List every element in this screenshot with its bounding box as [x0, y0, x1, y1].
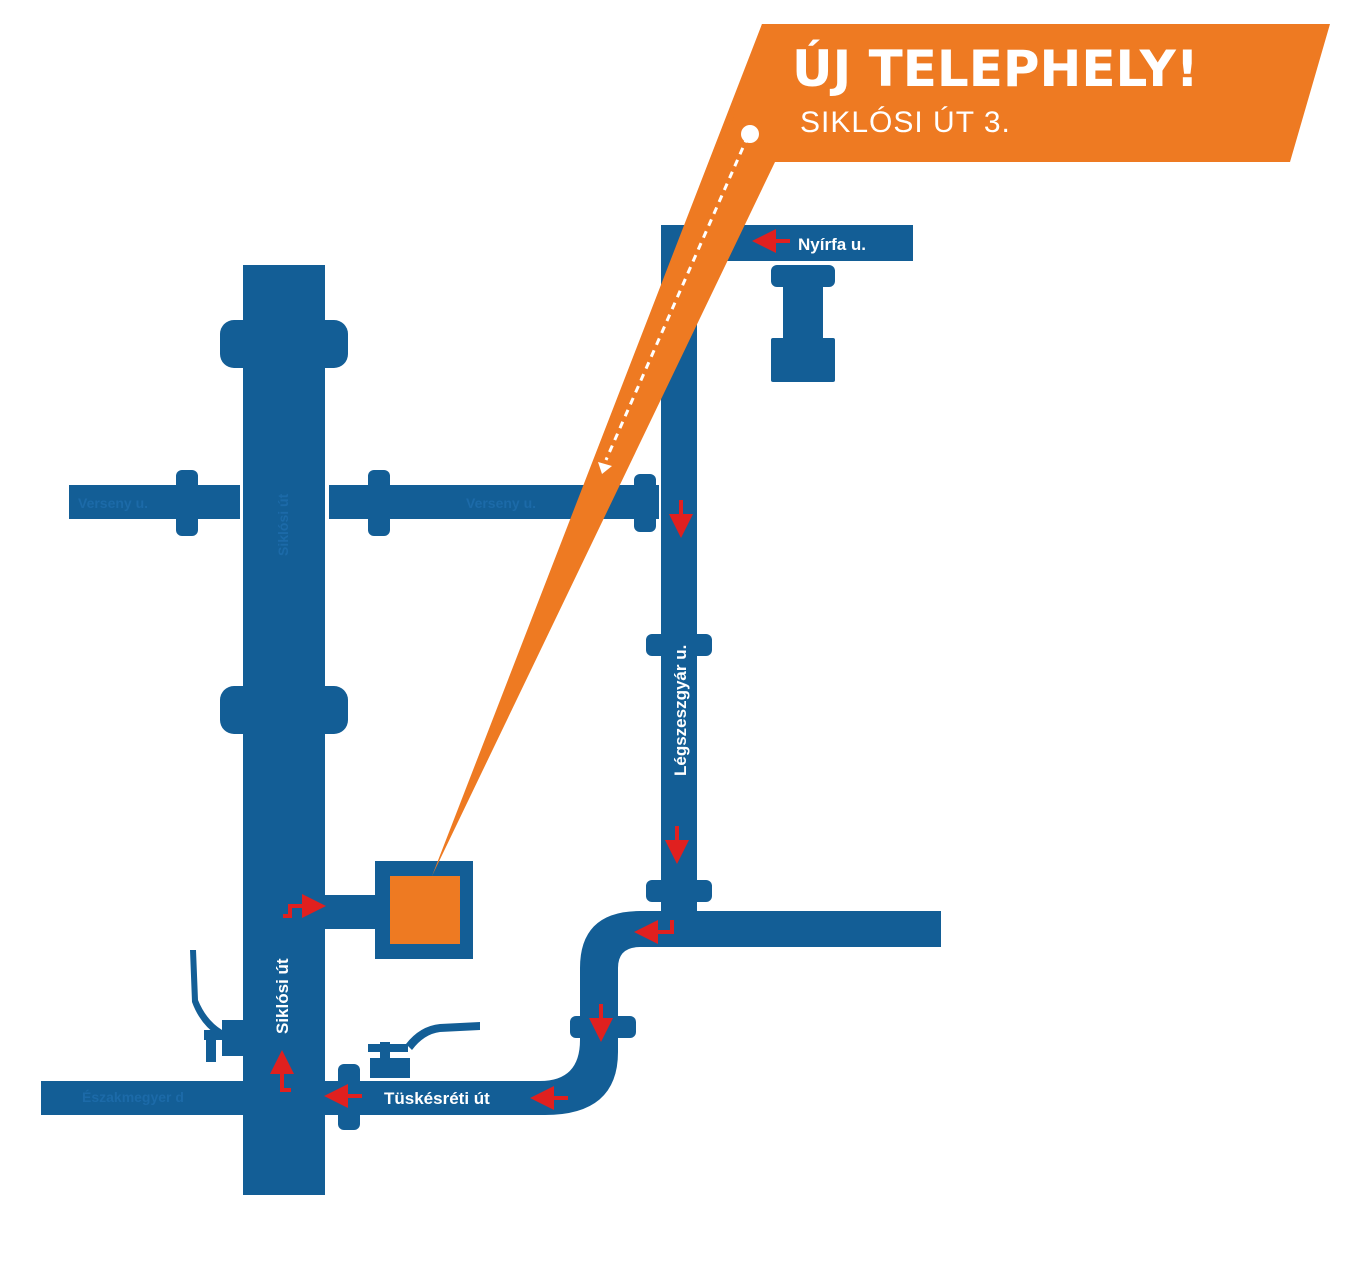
t-pipe — [771, 265, 835, 287]
eszakmegyer-road — [41, 1081, 245, 1115]
flange — [646, 634, 712, 656]
flange — [220, 686, 348, 734]
east-road — [675, 911, 941, 947]
flange — [176, 470, 198, 536]
label-verseny-left: Verseny u. — [78, 495, 148, 511]
banner-background — [720, 24, 1330, 162]
label-verseny-right: Verseny u. — [466, 495, 536, 511]
label-tuskesreti: Tüskésréti út — [384, 1089, 490, 1108]
tuskesreti-ut-road — [325, 911, 700, 1115]
flange — [634, 474, 656, 532]
direction-arrows — [270, 229, 790, 1110]
site-marker[interactable] — [390, 876, 460, 944]
banner-address: SIKLÓSI ÚT 3. — [800, 106, 1011, 139]
valve-icon — [368, 1022, 480, 1078]
verseny-u-left-road — [69, 485, 240, 519]
roads — [41, 225, 941, 1195]
label-nyirfa: Nyírfa u. — [798, 235, 866, 254]
flange — [368, 470, 390, 536]
red-arrow-icon — [634, 920, 674, 944]
callout-pointer — [432, 24, 775, 876]
flange — [646, 880, 712, 902]
t-pipe — [771, 338, 835, 382]
label-legszeszgyar: Légszeszgyár u. — [671, 645, 690, 776]
access-road — [325, 895, 375, 929]
callout-dot — [741, 125, 759, 143]
valve-icon — [190, 950, 244, 1062]
callout-dashed-line — [604, 135, 750, 461]
red-arrow-icon — [270, 1050, 294, 1092]
callout-arrowhead — [598, 462, 612, 474]
label-siklosi-bottom: Siklósi út — [273, 958, 292, 1034]
t-pipe — [783, 285, 823, 343]
label-eszakmegyer: Északmegyer d — [82, 1089, 184, 1105]
label-siklosi-top: Siklósi út — [275, 493, 291, 556]
red-arrow-icon — [283, 894, 326, 918]
flange — [220, 320, 348, 368]
banner-title: ÚJ TELEPHELY! — [792, 39, 1199, 98]
